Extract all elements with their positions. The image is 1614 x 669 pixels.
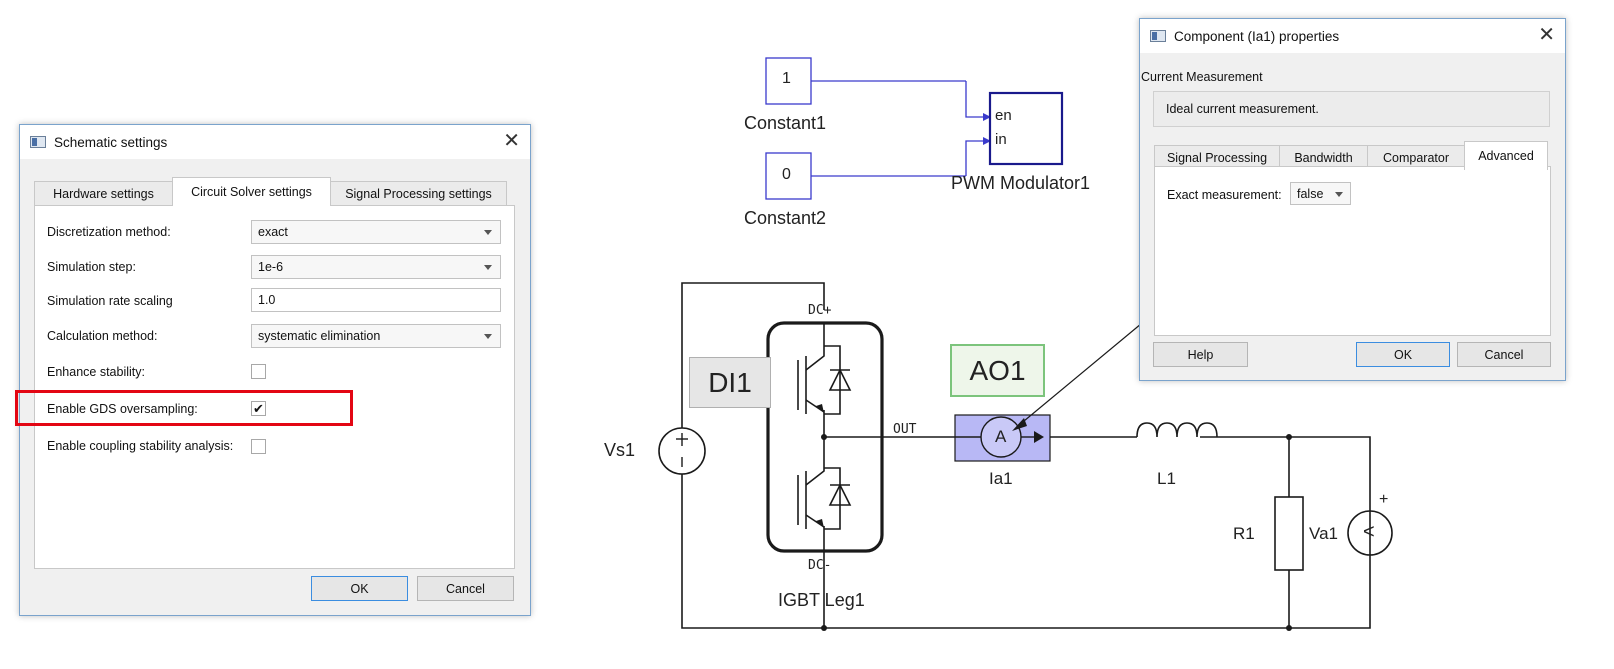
chevron-down-icon <box>484 334 492 339</box>
close-icon[interactable]: ✕ <box>503 130 520 152</box>
tab-signal-processing-settings[interactable]: Signal Processing settings <box>330 181 507 206</box>
pwm-modulator-block <box>988 91 1064 166</box>
wire-l1-right <box>1200 436 1371 515</box>
gds-oversampling-highlight <box>15 390 353 426</box>
description-box: Ideal current measurement. <box>1153 91 1550 127</box>
simulation-step-label: Simulation step: <box>47 260 136 274</box>
tab-signal-processing[interactable]: Signal Processing <box>1154 145 1280 170</box>
gds-oversampling-label: Enable GDS oversampling: <box>47 402 198 416</box>
component-dialog-title: Component (Ia1) properties <box>1174 28 1340 44</box>
chevron-down-icon <box>1335 192 1343 197</box>
exact-measurement-select[interactable]: false <box>1290 182 1351 205</box>
schematic-settings-dialog: Schematic settings ✕ Hardware settings C… <box>19 124 531 616</box>
enhance-stability-label: Enhance stability: <box>47 365 145 379</box>
discretization-value: exact <box>258 225 288 239</box>
app-icon <box>1150 30 1166 42</box>
tab-comparator[interactable]: Comparator <box>1367 145 1465 170</box>
tab-bandwidth[interactable]: Bandwidth <box>1279 145 1368 170</box>
simulation-step-select[interactable]: 1e-6 <box>251 255 501 279</box>
exact-measurement-value: false <box>1297 186 1324 201</box>
cancel-button[interactable]: Cancel <box>417 576 514 601</box>
l1-label: L1 <box>1157 469 1176 488</box>
constant2-block <box>765 152 812 200</box>
component-properties-titlebar: Component (Ia1) properties ✕ <box>1140 19 1565 53</box>
inductor-l1 <box>1136 422 1218 438</box>
tab-circuit-solver-settings[interactable]: Circuit Solver settings <box>172 177 331 206</box>
enhance-stability-checkbox[interactable] <box>251 364 266 379</box>
close-icon[interactable]: ✕ <box>1538 24 1555 46</box>
advanced-panel: Exact measurement: false <box>1154 166 1551 336</box>
pwm-modulator-label: PWM Modulator1 <box>951 173 1091 193</box>
help-button[interactable]: Help <box>1153 342 1248 367</box>
out-label: OUT <box>893 422 917 437</box>
chevron-down-icon <box>484 265 492 270</box>
constant1-block <box>765 57 812 105</box>
resistor-r1 <box>1274 496 1304 571</box>
ammeter-symbol: A <box>995 427 1007 446</box>
voltage-source-vs1 <box>658 427 706 475</box>
vm-symbol: < <box>1363 521 1375 543</box>
calculation-method-select[interactable]: systematic elimination <box>251 324 501 348</box>
ao1-tag[interactable]: AO1 <box>950 344 1045 397</box>
pwm-port-in: in <box>995 131 1007 148</box>
igbt-leg-label: IGBT Leg1 <box>778 590 865 610</box>
rate-scaling-label: Simulation rate scaling <box>47 294 173 308</box>
coupling-stability-checkbox[interactable] <box>251 439 266 454</box>
tab-advanced[interactable]: Advanced <box>1464 141 1548 170</box>
component-properties-dialog: Component (Ia1) properties ✕ Current Mea… <box>1139 18 1566 381</box>
dialog-title: Schematic settings <box>54 134 168 150</box>
section-title: Current Measurement <box>1141 70 1263 84</box>
exact-measurement-label: Exact measurement: <box>1167 188 1282 202</box>
ammeter-circle <box>980 416 1022 458</box>
cancel-button[interactable]: Cancel <box>1457 342 1551 367</box>
constant1-value: 1 <box>782 70 791 87</box>
va1-plus: + <box>1379 491 1389 508</box>
igbt-leg-box <box>766 321 884 553</box>
coupling-stability-label: Enable coupling stability analysis: <box>47 439 234 453</box>
dc-plus-label: DC+ <box>808 303 832 318</box>
ia1-label: Ia1 <box>989 469 1013 488</box>
wire-top-left <box>681 282 825 428</box>
gds-oversampling-checkbox[interactable]: ✔ <box>251 401 266 416</box>
rate-scaling-input[interactable]: 1.0 <box>251 288 501 312</box>
constant2-value: 0 <box>782 166 791 183</box>
calculation-method-value: systematic elimination <box>258 329 381 343</box>
voltmeter-va1 <box>1347 510 1393 556</box>
ok-button[interactable]: OK <box>1356 342 1450 367</box>
app-icon <box>30 136 46 148</box>
vs1-label: Vs1 <box>604 440 636 460</box>
r1-label: R1 <box>1233 524 1255 543</box>
chevron-down-icon <box>484 230 492 235</box>
dc-minus-label: DC- <box>808 558 832 573</box>
va1-label: Va1 <box>1309 524 1338 543</box>
constant2-label: Constant2 <box>744 208 827 228</box>
circuit-solver-panel: Discretization method: exact Simulation … <box>34 205 515 569</box>
discretization-label: Discretization method: <box>47 225 171 239</box>
constant1-label: Constant1 <box>744 113 827 133</box>
di1-tag[interactable]: DI1 <box>689 357 771 408</box>
pwm-port-en: en <box>995 107 1012 124</box>
calculation-method-label: Calculation method: <box>47 329 158 343</box>
discretization-select[interactable]: exact <box>251 220 501 244</box>
description-text: Ideal current measurement. <box>1166 102 1319 116</box>
schematic-settings-titlebar: Schematic settings ✕ <box>20 125 530 159</box>
ok-button[interactable]: OK <box>311 576 408 601</box>
simulation-step-value: 1e-6 <box>258 260 284 274</box>
wire-bottom-left <box>681 474 1371 629</box>
